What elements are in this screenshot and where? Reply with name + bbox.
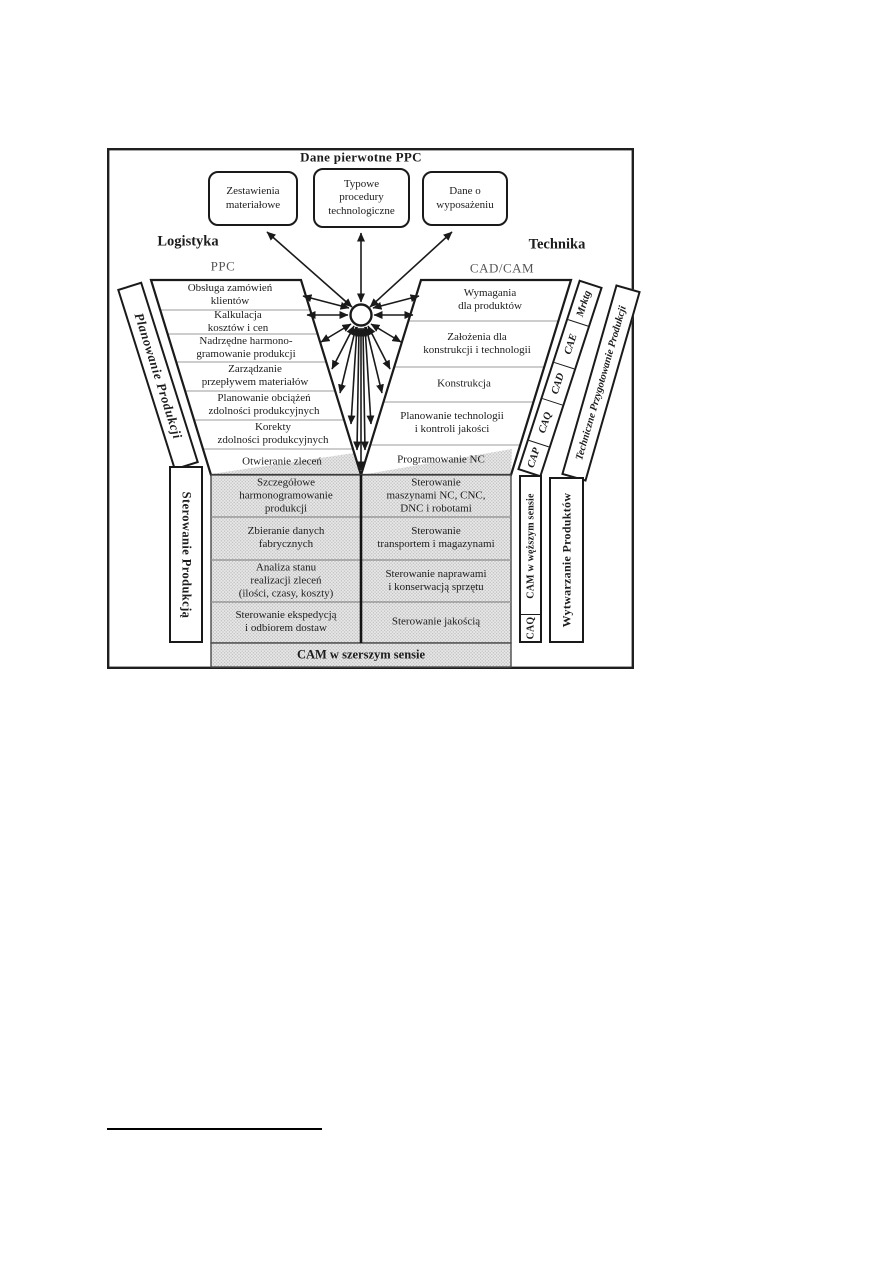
- cadcam-row: Założenia dla konstrukcji i technologii: [423, 331, 531, 356]
- column-header-ppc: PPC: [210, 258, 236, 274]
- top-box-bill-of-materials: Zestawienia materiałowe: [208, 171, 298, 226]
- cadcam-row: Wymagania dla produktów: [458, 287, 522, 312]
- bar-label: Wytwarzanie Produktów: [559, 492, 573, 628]
- cadcam-row: Konstrukcja: [437, 377, 491, 390]
- domain-label-technology: Technika: [528, 236, 586, 253]
- cam-left-row: Sterowanie ekspedycją i odbiorem dostaw: [235, 609, 337, 634]
- cadcam-row: Planowanie technologii i kontroli jakośc…: [400, 410, 504, 435]
- top-box-process-procedures: Typowe procedury technologiczne: [313, 168, 410, 228]
- column-header-cadcam: CAD/CAM: [469, 260, 535, 276]
- cam-footer-band: [210, 642, 512, 668]
- diagram-border: [107, 148, 634, 669]
- domain-label-logistics: Logistyka: [157, 233, 219, 250]
- cim-y-diagram: Dane pierwotne PPC Logistyka Technika PP…: [107, 148, 641, 669]
- cam-left-row: Szczegółowe harmonogramowanie produkcji: [239, 476, 333, 515]
- bar-cam-narrow: CAM w węższym sensie CAQ: [519, 475, 542, 643]
- cam-right-row: Sterowanie jakością: [391, 615, 481, 628]
- ppc-row: Obsługa zamówień klientów: [187, 282, 273, 307]
- ppc-row: Nadrzędne harmono- gramowanie produkcji: [196, 335, 296, 360]
- central-hub-circle: [349, 303, 373, 327]
- ppc-row: Kalkulacja kosztów i cen: [207, 309, 269, 334]
- data-flow-arrows: [266, 231, 453, 471]
- top-box-label: Zestawienia materiałowe: [225, 185, 281, 211]
- diagram-shapes: [107, 148, 634, 669]
- bar-product-manufacturing: Wytwarzanie Produktów: [549, 477, 584, 643]
- diagram-title: Dane pierwotne PPC: [300, 149, 422, 165]
- ppc-column-fill: [151, 280, 361, 475]
- cadcam-column-fill: [361, 280, 571, 475]
- ppc-row: Zarządzanie przepływem materiałów: [201, 363, 309, 388]
- cam-left-row: Analiza stanu realizacji zleceń (ilości,…: [238, 561, 334, 600]
- footnote-separator-line: [107, 1128, 322, 1130]
- segment-cam-narrow: CAM w węższym sensie: [521, 477, 540, 614]
- segment-caq-bottom: CAQ: [521, 614, 540, 641]
- cam-right-row: Sterowanie transportem i magazynami: [377, 525, 495, 550]
- cam-shading-left: [211, 452, 361, 475]
- cam-right-row: Sterowanie maszynami NC, CNC, DNC i robo…: [386, 476, 486, 515]
- bar-label: Sterowanie Produkcją: [179, 491, 194, 618]
- top-box-equipment-data: Dane o wyposażeniu: [422, 171, 508, 226]
- cam-right-row: Sterowanie naprawami i konserwacją sprzę…: [385, 568, 487, 593]
- ppc-row: Otwieranie zleceń: [242, 455, 322, 468]
- cam-shading-right: [361, 449, 512, 475]
- bar-production-control: Sterowanie Produkcją: [169, 466, 203, 643]
- top-box-label: Typowe procedury technologiczne: [328, 178, 395, 217]
- ppc-row: Planowanie obciążeń zdolności produkcyjn…: [208, 392, 320, 417]
- top-box-label: Dane o wyposażeniu: [436, 185, 494, 211]
- bar-label: CAM w węższym sensie: [525, 492, 536, 599]
- cam-left-row: Zbieranie danych fabrycznych: [247, 525, 325, 550]
- cam-wide-band-label: CAM w szerszym sensie: [296, 647, 426, 662]
- bar-label: CAQ: [525, 616, 536, 640]
- cadcam-row: Programowanie NC: [397, 453, 485, 466]
- ppc-row: Korekty zdolności produkcyjnych: [217, 421, 329, 446]
